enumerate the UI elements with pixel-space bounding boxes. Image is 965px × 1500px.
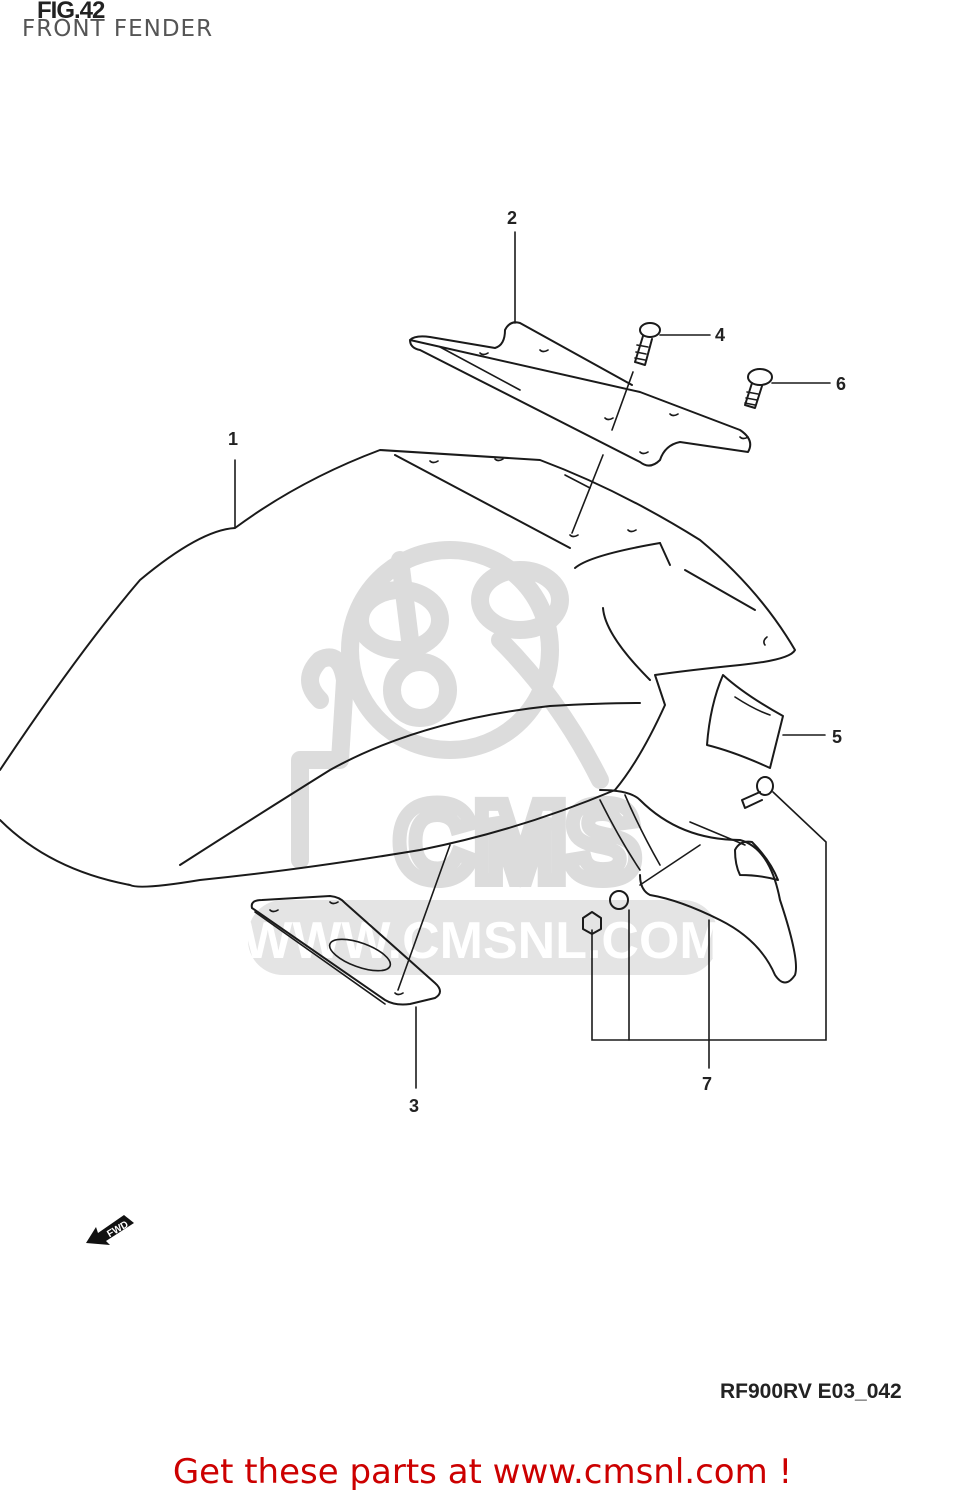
reference-code: RF900RV E03_042 [720, 1380, 902, 1403]
leader-lines [234, 231, 831, 1089]
part-fender-pad [706, 674, 784, 769]
callout-2: 2 [507, 208, 517, 228]
callout-numbers: 1 2 3 4 5 6 7 [228, 208, 846, 1116]
callout-6: 6 [836, 374, 846, 394]
callout-5: 5 [832, 727, 842, 747]
watermark-logo: CMS WWW.CMSNL.COM [243, 541, 723, 975]
figure-title: FRONT FENDER [22, 16, 214, 42]
part-rear-fender-set [582, 776, 797, 984]
part-lower-brace-plate [250, 895, 441, 1006]
footer-link[interactable]: Get these parts at www.cmsnl.com ! [172, 1452, 793, 1492]
part-bolt-6 [744, 368, 773, 409]
part-front-fender [0, 449, 796, 888]
callout-1: 1 [228, 429, 238, 449]
figure-number: FIG.42 [37, 0, 105, 24]
arrow-icon: FWD [86, 1215, 134, 1245]
part-upper-bracket [409, 321, 752, 467]
part-screw-4 [634, 322, 661, 366]
callout-4: 4 [715, 325, 725, 345]
fwd-label: FWD [105, 1219, 130, 1240]
forward-direction-indicator: FWD [82, 1205, 138, 1258]
watermark-url-text: WWW.CMSNL.COM [243, 912, 722, 970]
watermark-cms-text: CMS [395, 781, 639, 904]
callout-3: 3 [409, 1096, 419, 1116]
callout-7: 7 [702, 1074, 712, 1094]
